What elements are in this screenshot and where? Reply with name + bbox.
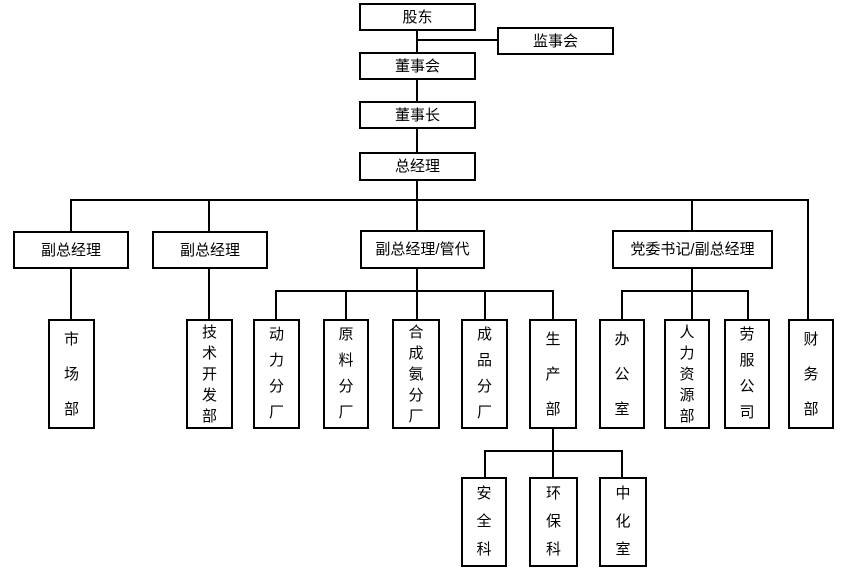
node-label: 股东 <box>402 8 433 26</box>
connector-drop-environment-section <box>552 450 554 477</box>
node-production-dept: 生产部 <box>529 319 577 429</box>
connector-drop-ammonia-branch <box>416 290 418 319</box>
connector-party-secretary-bus <box>691 269 693 290</box>
node-label: 财务部 <box>803 330 819 418</box>
connector-board-chairman <box>416 79 418 101</box>
node-label: 党委书记/副总经理 <box>630 241 755 258</box>
node-label: 副总经理 <box>179 241 240 259</box>
node-label: 副总经理/管代 <box>375 241 470 258</box>
connector-drop-production-dept <box>552 290 554 319</box>
connector-production-bus <box>552 429 554 450</box>
connector-drop-deputy-gm-2 <box>208 199 210 231</box>
node-chairman: 董事长 <box>359 101 476 129</box>
node-labor-service-company: 劳服公司 <box>724 319 770 429</box>
node-label: 原料分厂 <box>338 326 354 421</box>
node-central-lab: 中化室 <box>599 477 647 567</box>
node-label: 市场部 <box>63 330 79 418</box>
connector-deputy1-marketing <box>70 269 72 319</box>
connector-drop-central-lab <box>621 450 623 477</box>
node-power-branch: 动力分厂 <box>253 319 300 429</box>
connector-shareholders-board <box>416 30 418 52</box>
node-deputy-gm-mgmt-rep: 副总经理/管代 <box>360 230 485 269</box>
node-label: 总经理 <box>394 158 440 175</box>
node-label: 副总经理 <box>40 241 101 259</box>
node-hr-dept: 人力资源部 <box>664 319 710 429</box>
connector-drop-office <box>621 290 623 319</box>
node-supervisory-board: 监事会 <box>497 27 614 55</box>
node-finished-product-branch: 成品分厂 <box>461 319 508 429</box>
node-label: 中化室 <box>615 485 631 558</box>
connector-party-distribution-bus <box>621 290 749 292</box>
node-label: 人力资源部 <box>679 323 695 425</box>
node-general-manager: 总经理 <box>359 152 476 181</box>
node-raw-material-branch: 原料分厂 <box>323 319 369 429</box>
connector-drop-safety-section <box>484 450 486 477</box>
node-office: 办公室 <box>599 319 645 429</box>
node-label: 技术开发部 <box>201 323 217 425</box>
node-label: 办公室 <box>614 330 630 418</box>
node-label: 监事会 <box>532 32 578 50</box>
node-deputy-gm-2: 副总经理 <box>152 231 268 269</box>
node-label: 合成氨分厂 <box>408 323 424 425</box>
node-ammonia-branch: 合成氨分厂 <box>392 319 440 429</box>
connector-drop-deputy-gm-1 <box>70 199 72 231</box>
connector-drop-finance-dept <box>807 199 809 319</box>
node-board-of-directors: 董事会 <box>359 52 476 80</box>
node-label: 劳服公司 <box>739 326 755 421</box>
node-label: 环保科 <box>545 485 561 558</box>
connector-mgmt-rep-distribution-bus <box>275 290 554 292</box>
node-marketing-dept: 市场部 <box>48 319 95 429</box>
connector-drop-labor-service <box>747 290 749 319</box>
node-finance-dept: 财务部 <box>788 319 834 429</box>
connector-deputy2-techdev <box>208 269 210 319</box>
node-shareholders: 股东 <box>359 3 476 31</box>
connector-drop-hr-dept <box>691 290 693 319</box>
connector-drop-finished-branch <box>484 290 486 319</box>
node-label: 董事会 <box>394 57 440 75</box>
connector-drop-raw-material-branch <box>345 290 347 319</box>
node-environment-section: 环保科 <box>529 477 578 567</box>
node-label: 董事长 <box>394 106 440 124</box>
connector-chairman-gm <box>416 128 418 152</box>
node-label: 生产部 <box>545 330 561 418</box>
node-safety-section: 安全科 <box>461 477 507 567</box>
connector-gm-distribution-bus <box>70 199 809 201</box>
node-deputy-gm-1: 副总经理 <box>13 231 129 269</box>
node-label: 安全科 <box>476 485 492 558</box>
connector-to-supervisory-board <box>416 39 497 41</box>
connector-gm-deputy-mgmt-rep <box>416 180 418 230</box>
node-label: 动力分厂 <box>268 326 284 421</box>
node-label: 成品分厂 <box>476 326 492 421</box>
connector-drop-party-secretary <box>691 199 693 230</box>
connector-mgmt-rep-bus <box>416 269 418 290</box>
connector-drop-power-branch <box>275 290 277 319</box>
node-tech-dev-dept: 技术开发部 <box>186 319 233 429</box>
node-party-secretary-dgm: 党委书记/副总经理 <box>612 230 773 269</box>
